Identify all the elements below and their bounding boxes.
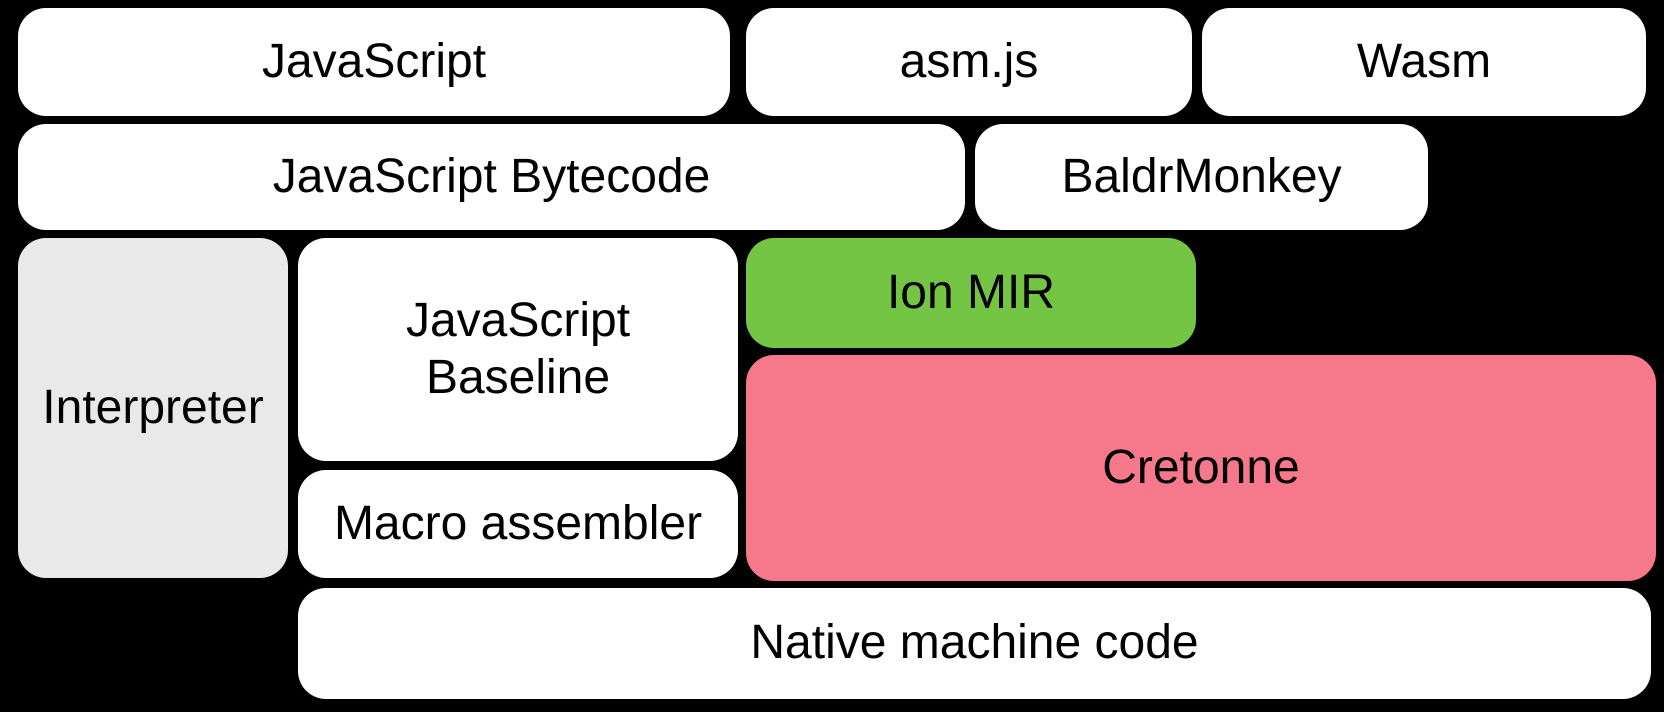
box-asmjs-label: asm.js <box>899 34 1039 88</box>
box-ion-mir: Ion MIR <box>746 238 1196 348</box>
box-wasm-label: Wasm <box>1356 34 1492 88</box>
box-interpreter-label: Interpreter <box>42 380 264 434</box>
box-baldrmonkey-label: BaldrMonkey <box>1061 149 1342 203</box>
box-javascript-bytecode-label: JavaScript Bytecode <box>272 149 711 203</box>
box-macro-assembler-label: Macro assembler <box>333 496 703 550</box>
box-native-machine-code-label: Native machine code <box>750 616 1199 670</box>
box-native-machine-code: Native machine code <box>298 588 1651 699</box>
box-macro-assembler: Macro assembler <box>298 470 738 578</box>
box-javascript: JavaScript <box>18 8 730 116</box>
box-asmjs: asm.js <box>746 8 1192 116</box>
box-ion-mir-label: Ion MIR <box>886 265 1056 319</box>
box-cretonne: Cretonne <box>746 355 1656 581</box>
box-interpreter: Interpreter <box>18 238 288 578</box>
box-wasm: Wasm <box>1202 8 1646 116</box>
box-javascript-bytecode: JavaScript Bytecode <box>18 124 965 230</box>
box-javascript-baseline-label: JavaScript Baseline <box>405 293 631 404</box>
box-baldrmonkey: BaldrMonkey <box>975 124 1428 230</box>
box-cretonne-label: Cretonne <box>1102 440 1300 494</box>
box-javascript-baseline: JavaScript Baseline <box>298 238 738 461</box>
box-javascript-label: JavaScript <box>261 34 487 88</box>
